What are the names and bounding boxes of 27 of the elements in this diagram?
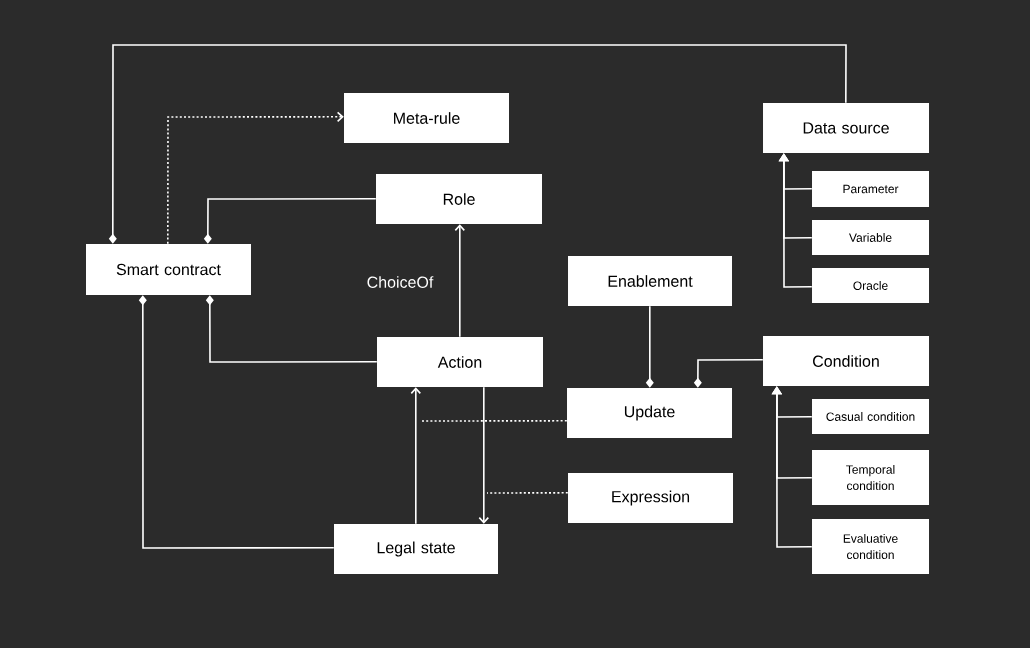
concept-box: Role [376,174,542,224]
concept-box: Temporal condition [812,450,929,505]
concept-box: Enablement [568,256,732,306]
concept-box: Casual condition [812,399,929,434]
connector [410,387,422,525]
concept-box: Smart contract [86,244,251,295]
concept-box: Update [567,388,732,438]
dotted-connector [167,111,344,245]
concept-box: Meta-rule [344,93,509,143]
connector [454,224,466,338]
edge-label: ChoiceOf [367,276,434,288]
concept-box: Parameter [812,171,929,207]
concept-box: Evaluative condition [812,519,929,574]
connector [771,386,813,548]
connector [205,295,378,363]
concept-box: Expression [568,473,733,523]
concept-box: Oracle [812,268,929,303]
concept-box: Data source [763,103,929,153]
concept-box: Action [377,337,543,387]
concept-box: Legal state [334,524,498,574]
concept-box: Variable [812,220,929,255]
dotted-connector [419,420,568,422]
connector [478,386,490,524]
concept-box: Condition [763,336,929,386]
dotted-connector [486,492,569,494]
connector [778,153,813,288]
connector [138,295,335,549]
